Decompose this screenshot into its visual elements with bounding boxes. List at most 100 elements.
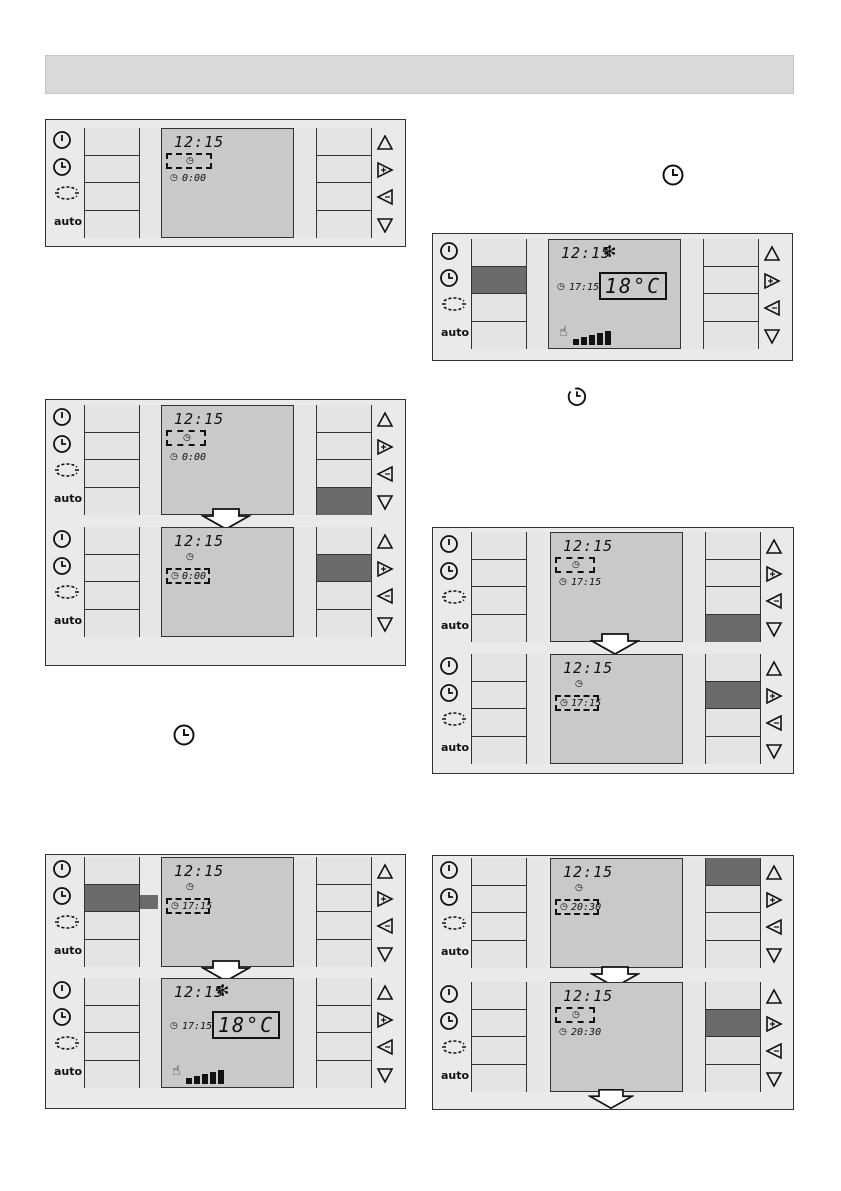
up-triangle-icon[interactable]	[376, 411, 394, 429]
power-icon[interactable]	[439, 534, 459, 554]
left-button[interactable]	[472, 654, 526, 682]
next-triangle-icon[interactable]	[765, 1015, 783, 1033]
prev-triangle-icon[interactable]	[765, 714, 783, 732]
down-triangle-icon[interactable]	[376, 615, 394, 633]
prev-triangle-icon[interactable]	[763, 299, 781, 317]
clock-icon[interactable]	[52, 157, 72, 177]
left-button[interactable]	[472, 886, 526, 914]
right-button[interactable]	[317, 940, 371, 968]
right-button[interactable]	[317, 128, 371, 156]
left-button[interactable]	[472, 709, 526, 737]
power-icon[interactable]	[52, 407, 72, 427]
down-triangle-icon[interactable]	[376, 945, 394, 963]
prev-triangle-icon[interactable]	[376, 1038, 394, 1056]
next-triangle-icon[interactable]	[376, 1011, 394, 1029]
up-triangle-icon[interactable]	[765, 864, 783, 882]
clock-icon[interactable]	[439, 1011, 459, 1031]
left-button[interactable]	[472, 682, 526, 710]
power-icon[interactable]	[439, 241, 459, 261]
prev-triangle-icon[interactable]	[376, 917, 394, 935]
sweep-icon[interactable]	[52, 1035, 82, 1051]
clock-icon[interactable]	[52, 434, 72, 454]
power-icon[interactable]	[439, 656, 459, 676]
down-triangle-icon[interactable]	[765, 946, 783, 964]
down-triangle-icon[interactable]	[765, 1070, 783, 1088]
right-button[interactable]	[706, 587, 760, 615]
down-triangle-icon[interactable]	[763, 327, 781, 345]
sweep-icon[interactable]	[52, 462, 82, 478]
left-button[interactable]	[472, 587, 526, 615]
down-triangle-icon[interactable]	[765, 742, 783, 760]
left-button[interactable]	[85, 211, 139, 239]
down-triangle-icon[interactable]	[765, 620, 783, 638]
left-button[interactable]	[472, 1010, 526, 1038]
prev-triangle-icon[interactable]	[765, 918, 783, 936]
left-button[interactable]	[472, 560, 526, 588]
right-button[interactable]	[317, 1033, 371, 1061]
prev-triangle-icon[interactable]	[376, 465, 394, 483]
next-triangle-icon[interactable]	[765, 891, 783, 909]
auto-label[interactable]: auto	[54, 615, 82, 627]
right-button[interactable]	[704, 239, 758, 267]
up-triangle-icon[interactable]	[763, 245, 781, 263]
right-button[interactable]	[317, 582, 371, 610]
down-button-pressed[interactable]	[706, 615, 760, 643]
up-triangle-icon[interactable]	[765, 660, 783, 678]
auto-label[interactable]: auto	[441, 946, 469, 958]
next-triangle-icon[interactable]	[376, 560, 394, 578]
left-button[interactable]	[85, 912, 139, 940]
left-button[interactable]	[85, 1061, 139, 1089]
right-button[interactable]	[317, 183, 371, 211]
up-button-pressed[interactable]	[706, 858, 760, 886]
up-triangle-icon[interactable]	[765, 988, 783, 1006]
auto-label[interactable]: auto	[54, 493, 82, 505]
auto-label[interactable]: auto	[441, 620, 469, 632]
right-button[interactable]	[706, 1037, 760, 1065]
next-triangle-icon[interactable]	[376, 161, 394, 179]
right-button[interactable]	[706, 941, 760, 969]
left-button[interactable]	[85, 460, 139, 488]
right-button[interactable]	[317, 1006, 371, 1034]
next-triangle-icon[interactable]	[763, 272, 781, 290]
down-triangle-icon[interactable]	[376, 1066, 394, 1084]
left-button[interactable]	[472, 294, 526, 322]
left-button[interactable]	[85, 527, 139, 555]
prev-triangle-icon[interactable]	[376, 188, 394, 206]
left-button[interactable]	[85, 405, 139, 433]
left-button[interactable]	[85, 433, 139, 461]
auto-label[interactable]: auto	[441, 327, 469, 339]
power-icon[interactable]	[52, 130, 72, 150]
sweep-icon[interactable]	[52, 185, 82, 201]
right-button[interactable]	[706, 654, 760, 682]
left-button[interactable]	[85, 582, 139, 610]
up-triangle-icon[interactable]	[376, 863, 394, 881]
left-button[interactable]	[85, 156, 139, 184]
auto-label[interactable]: auto	[441, 1070, 469, 1082]
right-button[interactable]	[706, 886, 760, 914]
left-button[interactable]	[85, 128, 139, 156]
clock-icon[interactable]	[52, 1007, 72, 1027]
right-button[interactable]	[317, 912, 371, 940]
left-button[interactable]	[85, 940, 139, 968]
clock-icon[interactable]	[439, 561, 459, 581]
right-button[interactable]	[317, 1061, 371, 1089]
right-button[interactable]	[706, 560, 760, 588]
left-button[interactable]	[472, 982, 526, 1010]
left-button[interactable]	[472, 941, 526, 969]
left-button[interactable]	[472, 322, 526, 350]
right-button[interactable]	[317, 405, 371, 433]
next-button-pressed[interactable]	[706, 682, 760, 710]
left-button[interactable]	[85, 857, 139, 885]
right-button[interactable]	[706, 532, 760, 560]
right-button[interactable]	[317, 527, 371, 555]
power-icon[interactable]	[439, 860, 459, 880]
prev-triangle-icon[interactable]	[765, 1042, 783, 1060]
right-button[interactable]	[317, 885, 371, 913]
right-button[interactable]	[317, 857, 371, 885]
power-icon[interactable]	[52, 980, 72, 1000]
power-icon[interactable]	[52, 529, 72, 549]
clock-icon[interactable]	[439, 683, 459, 703]
next-triangle-icon[interactable]	[376, 438, 394, 456]
right-button[interactable]	[317, 460, 371, 488]
up-triangle-icon[interactable]	[376, 533, 394, 551]
